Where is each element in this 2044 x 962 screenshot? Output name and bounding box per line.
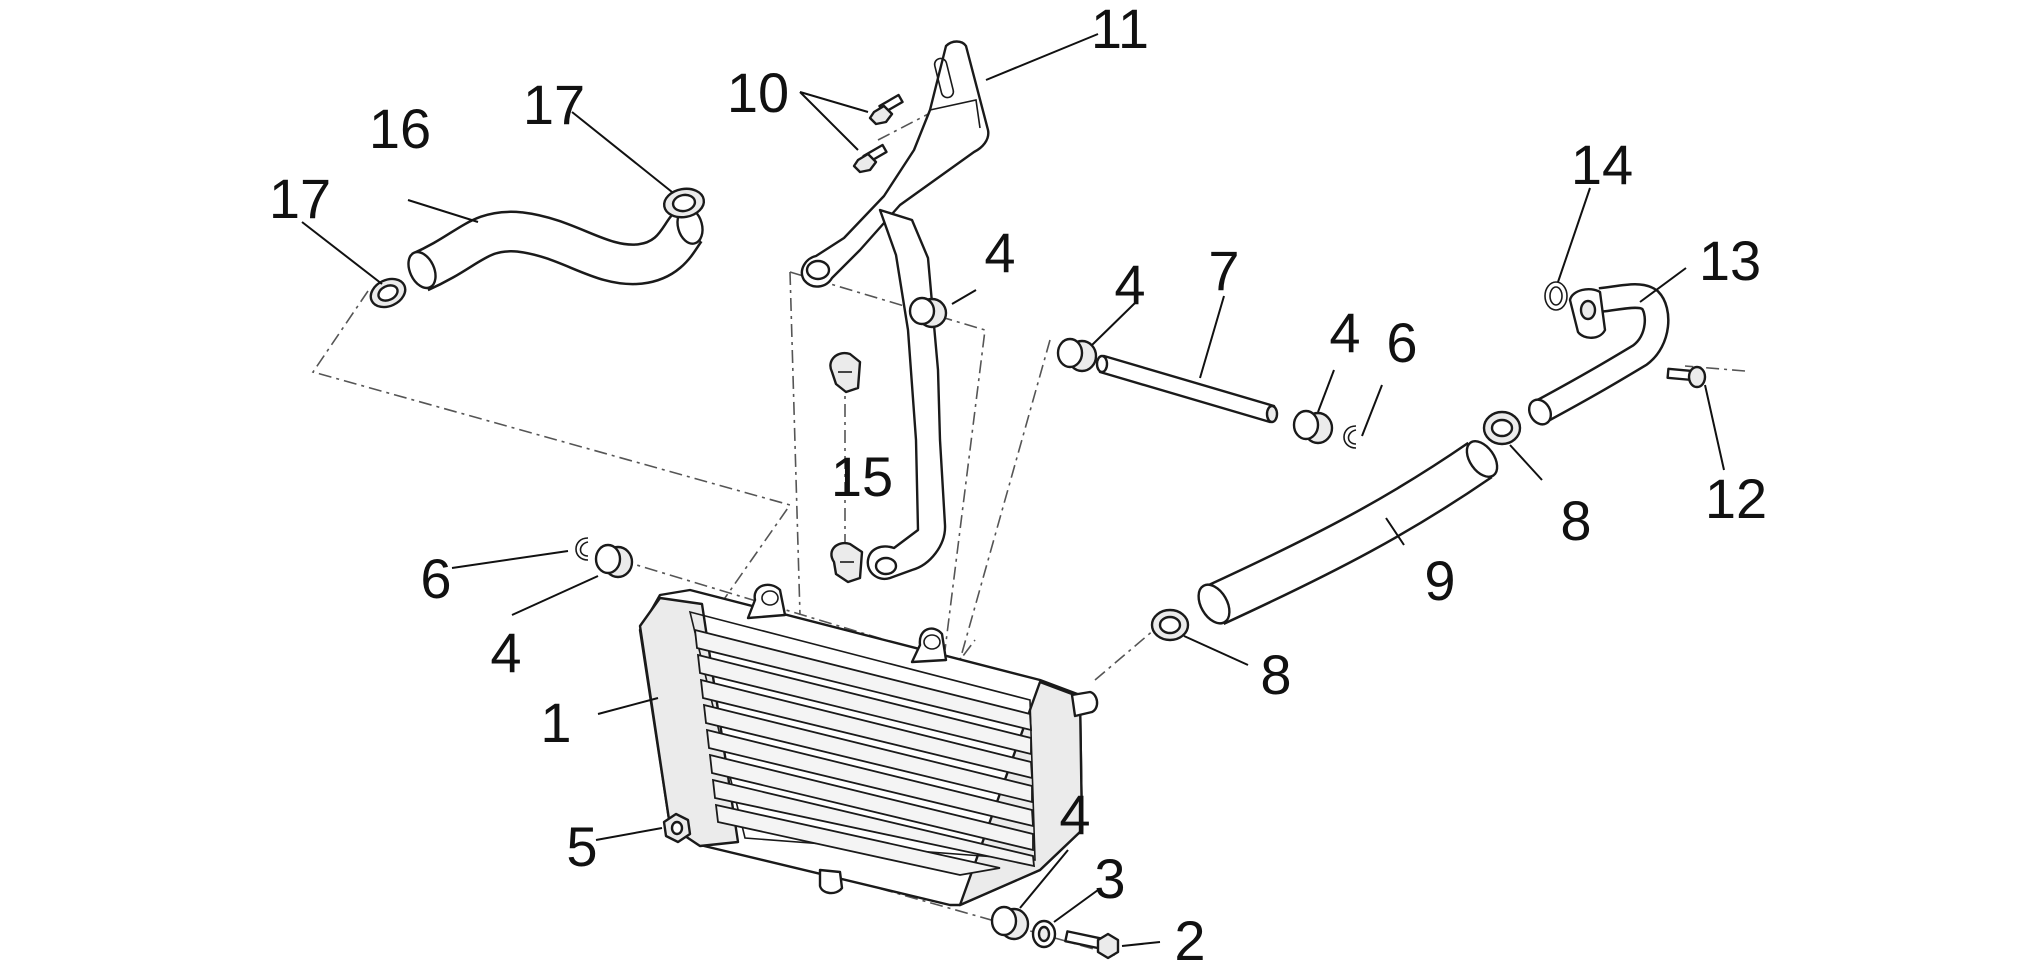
clip-15-upper — [829, 351, 862, 394]
grommet-4-rod-left — [1056, 337, 1098, 373]
callout-16: 16 — [369, 97, 431, 160]
callout-11: 11 — [1091, 0, 1149, 60]
callout-4-bottom: 4 — [1059, 783, 1090, 846]
washer-3 — [1031, 919, 1057, 949]
screw-10-lower — [852, 143, 888, 174]
hose-16 — [407, 207, 705, 292]
circlip-6-left — [575, 537, 589, 561]
callout-2: 2 — [1174, 909, 1205, 962]
callout-17-right: 17 — [523, 73, 585, 136]
callout-13: 13 — [1699, 229, 1761, 292]
circlip-6-right — [1343, 425, 1357, 449]
callout-4-rod-left: 4 — [1114, 253, 1145, 316]
nut-5 — [662, 812, 692, 844]
grommet-4-left — [594, 543, 634, 579]
bolt-12 — [1666, 365, 1707, 389]
callout-14: 14 — [1571, 133, 1633, 196]
hose-clamp-8-lower — [1150, 608, 1190, 642]
rod-7 — [1095, 354, 1279, 424]
hose-clamp-8-upper — [1482, 410, 1522, 446]
clip-15-lower — [830, 541, 864, 584]
leader-lines — [301, 33, 1725, 947]
callout-5: 5 — [566, 815, 597, 878]
callout-6-right: 6 — [1386, 311, 1417, 374]
callout-8-lower: 8 — [1260, 643, 1291, 706]
screw-10-upper — [868, 93, 904, 126]
callout-3: 3 — [1094, 847, 1125, 910]
callout-4-rod-right: 4 — [1329, 301, 1360, 364]
hose-9 — [1197, 440, 1499, 625]
callout-9: 9 — [1424, 549, 1455, 612]
grommet-4-bottom — [990, 905, 1030, 941]
bolt-2 — [1064, 930, 1120, 960]
grommet-4-rod-right — [1292, 409, 1334, 445]
pipe-13 — [1527, 282, 1670, 426]
callout-6-left: 6 — [420, 547, 451, 610]
seal-14 — [1544, 281, 1568, 311]
hose-clamp-17-right — [662, 187, 706, 219]
callout-12: 12 — [1705, 467, 1767, 530]
callout-10: 10 — [727, 61, 789, 124]
callout-8-upper: 8 — [1560, 489, 1591, 552]
cooler-fins — [693, 628, 1036, 876]
callout-1: 1 — [540, 691, 571, 754]
grommet-4-bracket — [908, 296, 948, 329]
callout-4-bracket: 4 — [984, 221, 1015, 284]
callout-labels: 1 2 3 4 4 4 4 4 5 6 6 7 8 8 9 10 11 12 1… — [269, 0, 1767, 962]
callout-4-left: 4 — [490, 621, 521, 684]
callout-15: 15 — [831, 445, 893, 508]
oil-cooler-1 — [638, 583, 1099, 907]
callout-7: 7 — [1208, 239, 1239, 302]
callout-17-left: 17 — [269, 167, 331, 230]
hose-clamp-17-left — [369, 277, 407, 309]
